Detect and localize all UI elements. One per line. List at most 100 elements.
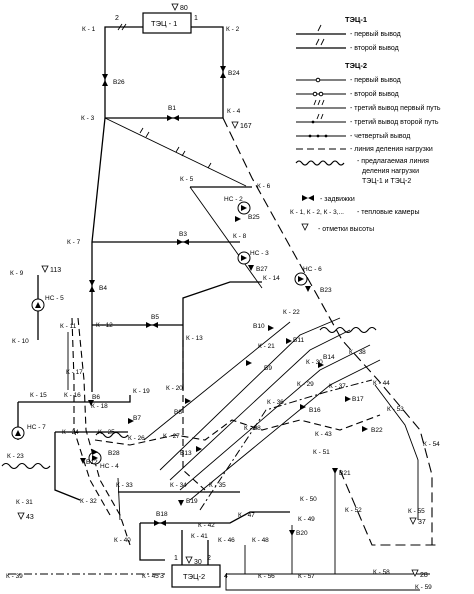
svg-text:НС - 4: НС - 4 [100, 463, 119, 470]
chamber-k15: К - 15 [30, 392, 47, 399]
chamber-k34: К - 34 [170, 482, 187, 489]
svg-text:НС - 2: НС - 2 [224, 196, 243, 203]
chamber-k31: К - 31 [16, 499, 33, 506]
svg-text:В28: В28 [108, 450, 120, 457]
legend-proposed-2: деления нагрузки [362, 168, 419, 175]
valve-b5: В5 [146, 314, 159, 328]
chamber-k11: К - 11 [60, 323, 77, 330]
height-mark-80: 80 [171, 3, 188, 12]
legend-heights: - отметки высоты [318, 226, 374, 233]
legend-item-tec2-2: - второй вывод [350, 90, 399, 98]
tec1-block: ТЭЦ - 1 2 1 80 [115, 3, 198, 34]
svg-text:В13: В13 [180, 450, 192, 457]
chamber-k3: К - 3 [81, 115, 95, 122]
chamber-k5: К - 5 [180, 176, 194, 183]
chamber-k57: К - 57 [298, 573, 315, 580]
height-mark-43: 43 [17, 512, 34, 521]
valve-b10: В10 [253, 323, 274, 331]
svg-text:В27: В27 [256, 266, 268, 273]
valve-b18: В18 [154, 511, 168, 526]
svg-text:В23: В23 [320, 287, 332, 294]
chamber-k18: К - 18 [91, 403, 108, 410]
valve-b9: В9 [246, 360, 272, 372]
svg-text:В25: В25 [248, 214, 260, 221]
proposed-split-lines [1, 326, 377, 470]
chamber-k59: К - 59 [415, 584, 432, 591]
chamber-k9: К - 9 [10, 270, 24, 277]
chamber-k51: К - 51 [313, 449, 330, 456]
chamber-k27: К - 27 [163, 433, 180, 440]
tec1-plant [142, 12, 192, 34]
height-marks: 167 113 43 37 30 28 [17, 121, 428, 579]
valve-b6: В6 [88, 394, 100, 406]
chamber-k14: К - 14 [263, 275, 280, 282]
chamber-k32: К - 32 [80, 498, 97, 505]
chamber-k20: К - 20 [166, 385, 183, 392]
svg-text:80: 80 [180, 5, 188, 12]
chamber-k38: К - 38 [349, 349, 366, 356]
chamber-k4: К - 4 [227, 108, 241, 115]
chamber-k53: К - 53 [387, 406, 404, 413]
tec2-output-4: 4 [224, 573, 228, 580]
legend-item-tec2-5: - четвертый вывод [350, 132, 410, 140]
valve-b21: В21 [332, 468, 351, 477]
valve-b12: В12 [80, 458, 98, 466]
svg-text:43: 43 [26, 514, 34, 521]
tec2-block: ТЭЦ-2 1 2 3 4 [160, 530, 228, 588]
chamber-k33: К - 33 [116, 482, 133, 489]
chamber-k43: К - 43 [315, 431, 332, 438]
svg-text:В4: В4 [99, 285, 107, 292]
chamber-k39: К - 39 [6, 573, 23, 580]
valve-b23: В23 [305, 286, 332, 294]
tec2-output-3: 3 [160, 573, 164, 580]
valve-b20: В20 [289, 530, 308, 537]
valve-b16: В16 [300, 404, 321, 414]
tec1-output-1: 1 [194, 15, 198, 22]
chamber-k47: К - 47 [238, 512, 255, 519]
chamber-k40: К - 40 [114, 537, 131, 544]
chamber-k48: К - 48 [252, 537, 269, 544]
valve-b19: В19 [178, 498, 198, 506]
pump-ns7: НС - 7 [11, 424, 46, 440]
chamber-k26: К - 26 [128, 435, 145, 442]
legend-proposed-3: ТЭЦ-1 и ТЭЦ-2 [362, 178, 411, 185]
legend: ТЭЦ-1 - первый вывод - второй вывод ТЭЦ-… [290, 15, 441, 233]
chamber-k41: К - 41 [191, 533, 208, 540]
chamber-k30: К - 30 [306, 359, 323, 366]
valve-b1: В1 [167, 105, 179, 121]
tec2-plant [171, 564, 221, 588]
svg-text:В16: В16 [309, 407, 321, 414]
valve-b24: В24 [220, 66, 240, 78]
svg-text:В24: В24 [228, 70, 240, 77]
tec1-label: ТЭЦ - 1 [151, 19, 177, 28]
svg-text:В17: В17 [352, 396, 364, 403]
svg-text:37: 37 [418, 519, 426, 526]
chamber-k2: К - 2 [226, 26, 240, 33]
svg-text:В20: В20 [296, 530, 308, 537]
valve-b28: В28 [92, 449, 120, 457]
svg-text:В10: В10 [253, 323, 265, 330]
legend-proposed-1: - предлагаемая линия [357, 158, 429, 165]
pump-ns3: НС - 3 [237, 250, 269, 265]
tec2-output-1: 1 [174, 555, 178, 562]
chamber-k52: К - 52 [345, 507, 362, 514]
valve-b22: В22 [362, 426, 383, 434]
svg-text:В21: В21 [339, 470, 351, 477]
svg-text:НС - 6: НС - 6 [303, 266, 322, 273]
tec1-output-2: 2 [115, 15, 119, 22]
valve-b25: В25 [235, 214, 260, 222]
valve-b26: В26 [102, 74, 125, 86]
tec1-network [91, 23, 433, 545]
svg-text:167: 167 [240, 123, 252, 130]
legend-item-tec1-1: - первый вывод [350, 30, 401, 38]
legend-item-tec2-1: - первый вывод [350, 76, 401, 84]
valve-b11: В11 [286, 337, 304, 344]
chamber-k42: К - 42 [198, 522, 215, 529]
svg-text:В18: В18 [156, 511, 168, 518]
valve-b14: В14 [318, 354, 335, 368]
height-mark-30: 30 [185, 556, 202, 566]
legend-item-tec2-6: - линия деления нагрузки [350, 146, 433, 153]
chamber-k8: К - 8 [233, 233, 247, 240]
valves: В1 В3 В4 В5 В6 В7 В8 В9 В10 В11 В12 В13 … [80, 66, 383, 537]
